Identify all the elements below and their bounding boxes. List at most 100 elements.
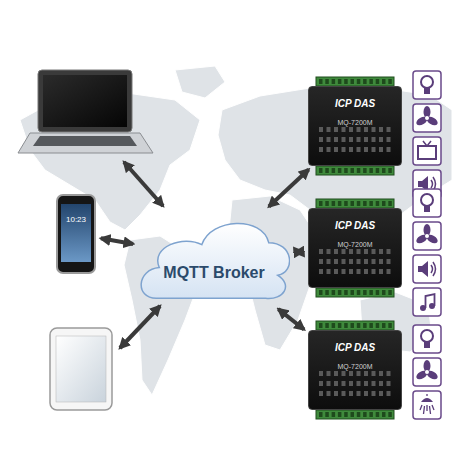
terminal-screw bbox=[357, 412, 361, 417]
terminal-screw bbox=[382, 79, 386, 84]
terminal-screw bbox=[388, 290, 392, 295]
led-dot bbox=[372, 391, 376, 396]
terminal-screw bbox=[369, 412, 373, 417]
fan-icon bbox=[425, 115, 439, 127]
led-dot bbox=[334, 391, 338, 396]
terminal-screw bbox=[338, 323, 342, 328]
tv-icon bbox=[418, 146, 436, 159]
client-arrows bbox=[120, 162, 163, 348]
terminal-block bbox=[316, 288, 394, 297]
led-dot bbox=[379, 249, 383, 254]
led-dot bbox=[327, 127, 331, 132]
fan-icon bbox=[415, 369, 429, 381]
brand-label: ICP DAS bbox=[335, 98, 375, 110]
terminal-screw bbox=[325, 201, 329, 206]
terminal-screw bbox=[338, 412, 342, 417]
led-dot bbox=[364, 269, 368, 274]
led-dot bbox=[349, 381, 353, 386]
tv-icon bbox=[413, 137, 441, 165]
led-dot bbox=[327, 259, 331, 264]
tv-icon bbox=[423, 141, 431, 146]
led-dot bbox=[387, 371, 391, 376]
device-panel bbox=[309, 121, 401, 161]
controller-box: ICP DASMQ-7200M bbox=[308, 208, 402, 288]
terminal-screw bbox=[338, 168, 342, 173]
bulb-icon bbox=[413, 189, 441, 217]
led-dot bbox=[327, 147, 331, 152]
terminal-screw bbox=[357, 79, 361, 84]
bulb-icon bbox=[413, 325, 441, 353]
terminal-screw bbox=[369, 290, 373, 295]
led-dot bbox=[319, 259, 323, 264]
led-dot bbox=[342, 147, 346, 152]
cloud-outline bbox=[138, 210, 290, 306]
terminal-screw bbox=[332, 168, 336, 173]
connector-arrow bbox=[295, 250, 303, 255]
led-dot bbox=[364, 127, 368, 132]
terminal-screw bbox=[369, 168, 373, 173]
led-dot bbox=[372, 269, 376, 274]
led-dot bbox=[357, 147, 361, 152]
fan-icon bbox=[413, 104, 441, 132]
terminal-screw bbox=[351, 168, 355, 173]
shower-icon bbox=[413, 391, 441, 419]
led-dot bbox=[342, 259, 346, 264]
device-panel bbox=[309, 365, 401, 405]
led-dot bbox=[364, 259, 368, 264]
terminal-screw bbox=[344, 323, 348, 328]
led-dot bbox=[357, 259, 361, 264]
music-icon bbox=[413, 288, 441, 316]
brand-label: ICP DAS bbox=[309, 93, 401, 111]
led-dot bbox=[319, 147, 323, 152]
bulb-icon bbox=[421, 194, 433, 206]
led-dot bbox=[334, 381, 338, 386]
led-dot bbox=[379, 147, 383, 152]
led-dot bbox=[319, 137, 323, 142]
phone-screen bbox=[61, 204, 91, 262]
brand-label: ICP DAS bbox=[309, 337, 401, 355]
led-dot bbox=[349, 137, 353, 142]
terminal-screw bbox=[325, 323, 329, 328]
terminal-screw bbox=[319, 201, 323, 206]
speaker-icon bbox=[413, 255, 441, 283]
terminal-screw bbox=[332, 290, 336, 295]
led-dot bbox=[372, 127, 376, 132]
led-dot bbox=[342, 371, 346, 376]
terminal-screw bbox=[363, 412, 367, 417]
controller-box: ICP DASMQ-7200M bbox=[308, 330, 402, 410]
led-dot bbox=[387, 147, 391, 152]
terminal-screw bbox=[332, 79, 336, 84]
terminal-screw bbox=[338, 79, 342, 84]
terminal-screw bbox=[319, 412, 323, 417]
tablet-arrow bbox=[120, 306, 160, 348]
led-dot bbox=[319, 371, 323, 376]
connector-arrow bbox=[278, 309, 304, 329]
led-dot bbox=[342, 249, 346, 254]
led-dot bbox=[327, 371, 331, 376]
terminal-screw bbox=[376, 79, 380, 84]
terminal-screw bbox=[338, 290, 342, 295]
terminal-screw bbox=[388, 168, 392, 173]
fan-icon bbox=[415, 115, 429, 127]
speaker-icon bbox=[413, 255, 441, 283]
led-dot bbox=[357, 137, 361, 142]
terminal-screw bbox=[382, 412, 386, 417]
led-dot bbox=[357, 391, 361, 396]
led-dot bbox=[319, 269, 323, 274]
led-dot bbox=[349, 127, 353, 132]
led-dot bbox=[349, 391, 353, 396]
terminal-screw bbox=[344, 412, 348, 417]
led-dot bbox=[387, 137, 391, 142]
terminal-screw bbox=[338, 201, 342, 206]
speaker-icon bbox=[418, 261, 428, 277]
tablet-figure bbox=[50, 328, 112, 410]
led-dot bbox=[387, 269, 391, 274]
led-dot bbox=[379, 391, 383, 396]
led-dot bbox=[334, 371, 338, 376]
connector-arrow bbox=[101, 238, 133, 244]
led-dot bbox=[342, 269, 346, 274]
led-dot bbox=[372, 259, 376, 264]
led-dot bbox=[334, 127, 338, 132]
led-dot bbox=[334, 269, 338, 274]
led-dot bbox=[372, 371, 376, 376]
